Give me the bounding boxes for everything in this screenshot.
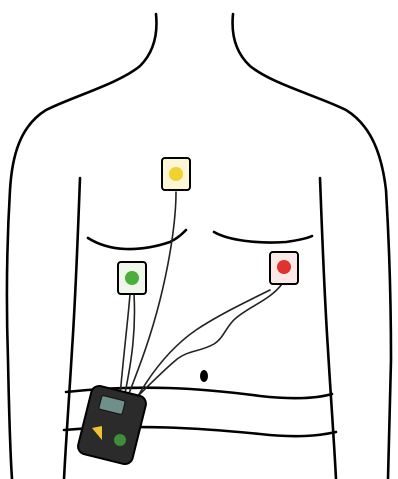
recorder-button-green bbox=[114, 434, 126, 446]
electrode-lower-left-chest bbox=[270, 252, 298, 284]
torso-outline bbox=[7, 14, 391, 479]
recorder-body bbox=[76, 384, 147, 465]
holter-recorder bbox=[76, 384, 147, 465]
lead-wires bbox=[120, 192, 282, 398]
electrode-lower-right-chest bbox=[118, 262, 146, 294]
right-pectoral-line bbox=[214, 232, 312, 243]
left-torso-side-line bbox=[64, 178, 80, 479]
right-neck-shoulder-line bbox=[233, 14, 391, 479]
electrode-contact-yellow bbox=[169, 167, 183, 181]
lead-wire-green bbox=[120, 294, 130, 396]
lead-wire-red bbox=[136, 284, 282, 398]
navel-mark bbox=[200, 370, 208, 382]
electrode-upper-sternum bbox=[162, 158, 190, 190]
electrode-contact-green bbox=[125, 271, 139, 285]
electrode-contact-red bbox=[277, 260, 291, 274]
